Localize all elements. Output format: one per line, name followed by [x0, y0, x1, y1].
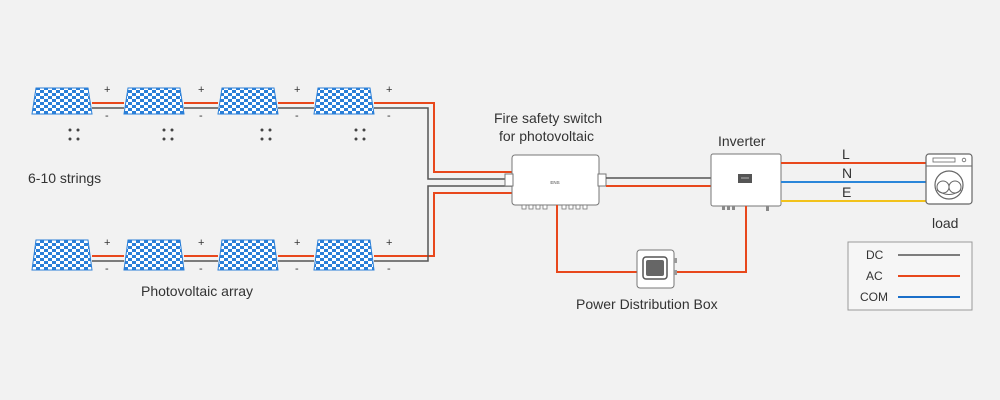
- ac-output-lines: [781, 162, 928, 202]
- legend: [847, 241, 973, 311]
- plus-sign: +: [294, 237, 301, 249]
- ac-distribution-wires: [556, 205, 747, 273]
- solar-panel-icon: [313, 239, 375, 271]
- dc-run-top: [374, 102, 512, 180]
- plus-sign: +: [104, 237, 111, 249]
- load-appliance: [925, 153, 973, 205]
- solar-panel-icon: [123, 239, 185, 271]
- string-wires-bottom: [92, 255, 314, 262]
- switch-badge: ENS: [550, 180, 559, 185]
- solar-panel-icon: [313, 87, 375, 115]
- legend-dc-label: DC: [866, 248, 884, 262]
- minus-sign: -: [199, 110, 203, 122]
- plus-sign: +: [294, 84, 301, 96]
- solar-panel-icon: [31, 239, 93, 271]
- solar-panel-icon: [217, 87, 279, 115]
- plus-sign: +: [104, 84, 111, 96]
- fire-switch-label-1: Fire safety switch: [494, 110, 603, 126]
- plus-sign: +: [198, 84, 205, 96]
- power-distribution-box: [636, 249, 677, 289]
- plus-sign: +: [198, 237, 205, 249]
- inverter-display: [738, 174, 752, 183]
- minus-sign: -: [199, 263, 203, 275]
- fire-switch-label-2: for photovoltaic: [499, 128, 594, 144]
- more-strings-dots: [68, 128, 366, 141]
- switch-to-inverter-wires: [606, 177, 711, 187]
- strings-count-label: 6-10 strings: [28, 170, 102, 186]
- minus-sign: -: [295, 263, 299, 275]
- phase-l-label: L: [842, 146, 850, 162]
- solar-panel-icon: [31, 87, 93, 115]
- panel-row-bottom: [31, 239, 375, 271]
- legend-com-label: COM: [860, 290, 888, 304]
- dc-run-bottom: [374, 185, 512, 262]
- photovoltaic-array-label: Photovoltaic array: [141, 283, 254, 299]
- plus-sign: +: [386, 237, 393, 249]
- minus-sign: -: [387, 110, 391, 122]
- solar-panel-icon: [123, 87, 185, 115]
- solar-panel-icon: [217, 239, 279, 271]
- inverter-label: Inverter: [718, 133, 766, 149]
- phase-e-label: E: [842, 184, 852, 200]
- legend-ac-label: AC: [866, 269, 883, 283]
- plus-sign: +: [386, 84, 393, 96]
- string-wires-top: [92, 102, 314, 109]
- minus-sign: -: [105, 263, 109, 275]
- phase-n-label: N: [842, 165, 853, 181]
- minus-sign: -: [105, 110, 109, 122]
- power-distribution-box-label: Power Distribution Box: [576, 296, 718, 312]
- minus-sign: -: [295, 110, 299, 122]
- minus-sign: -: [387, 263, 391, 275]
- load-label: load: [932, 215, 959, 231]
- panel-row-top: [31, 87, 375, 115]
- inverter: [710, 153, 782, 211]
- fire-safety-switch: ENS: [504, 154, 607, 210]
